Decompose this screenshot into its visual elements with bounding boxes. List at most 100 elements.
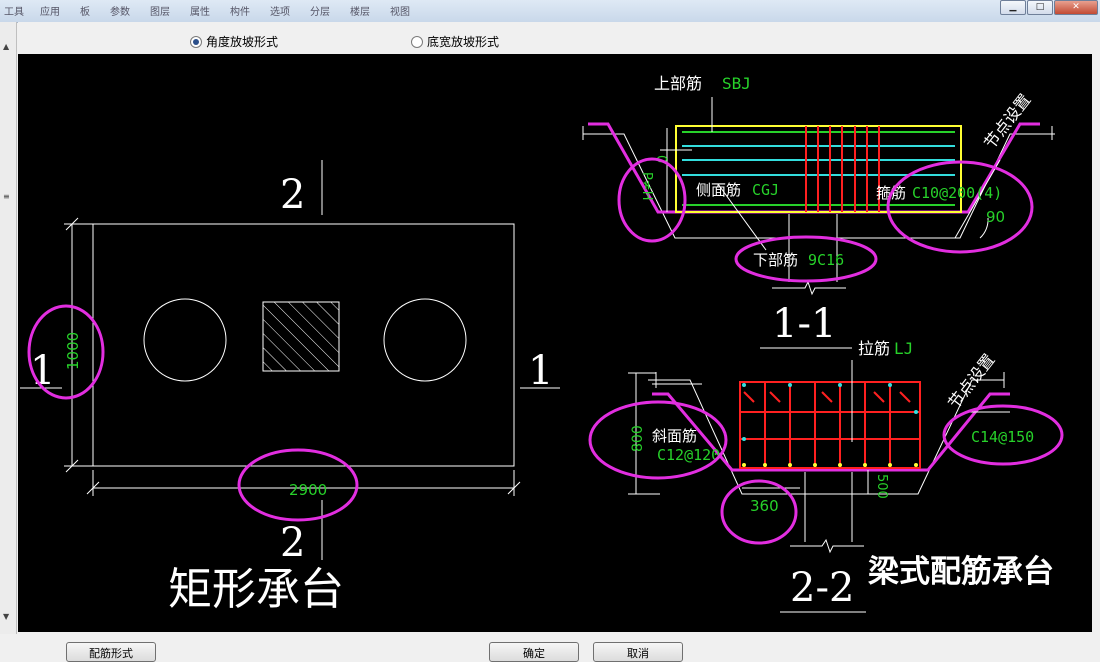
hook — [821, 391, 833, 403]
pile-circle-right — [383, 298, 467, 382]
pane-arrow-down-icon[interactable]: ▼ — [3, 612, 10, 621]
pit-outline — [648, 379, 1004, 495]
right-bar-code: C14@150 — [971, 428, 1034, 446]
dim-tick — [86, 481, 100, 495]
rebar-form-button[interactable]: 配筋形式 — [66, 642, 156, 662]
toolbar-item[interactable]: 板 — [80, 7, 90, 18]
toolbar-item[interactable]: 选项 — [270, 7, 290, 18]
radio-unchecked-icon[interactable] — [411, 35, 423, 48]
window-controls: ▁ □ ✕ — [1000, 0, 1098, 15]
dim-tick — [65, 217, 79, 231]
minimize-icon[interactable]: ▁ — [1000, 0, 1026, 15]
slope-line — [954, 159, 1001, 239]
slope-rebar — [652, 392, 1010, 472]
radio-angle-slope[interactable]: 角度放坡形式 — [190, 33, 278, 50]
rebar-dot — [742, 437, 746, 441]
rebar-dot — [788, 383, 792, 387]
side-bar-label: 侧面筋 — [696, 181, 741, 199]
break-line — [772, 280, 846, 296]
section-1-1: 上部筋 SBJ 节点设置 侧面筋 CGJ 箍筋 C10@200(4) 90 下部… — [582, 74, 1055, 349]
toolbar-item[interactable]: 工具 — [4, 7, 24, 18]
rebar-dot — [763, 463, 767, 467]
angle-arc — [979, 217, 989, 239]
slope-bar-code: C12@120 — [657, 446, 720, 464]
slope-bar-label: 斜面筋 — [652, 427, 697, 445]
rebar-dot — [813, 463, 817, 467]
cad-drawing: 2 2 1 1 1000 2900 矩形承台 — [20, 74, 1064, 615]
plan-view: 2 2 1 1 1000 2900 矩形承台 — [20, 160, 560, 615]
hook — [769, 391, 781, 403]
rebar-dot — [888, 383, 892, 387]
section-mark-2-bottom: 2 — [280, 520, 305, 566]
rebar-dot — [742, 383, 746, 387]
dim-height-text: 800 — [630, 425, 646, 452]
left-collapsed-pane: ▲ ≡ ▼ — [0, 22, 17, 634]
maximize-icon[interactable]: □ — [1027, 0, 1053, 15]
angle-text: 90 — [986, 208, 1005, 226]
section-title-2-2: 2-2 — [790, 565, 854, 611]
highlight-circle — [720, 479, 798, 545]
rebar-dot — [788, 463, 792, 467]
rebar-dot — [888, 463, 892, 467]
bottom-bar-code: 9C16 — [808, 251, 844, 269]
section-title-1-1: 1-1 — [772, 301, 836, 347]
radio-checked-icon[interactable] — [190, 35, 202, 48]
toolbar-item[interactable]: 属性 — [190, 7, 210, 18]
dim-width-text: 2900 — [289, 481, 327, 499]
leader-line — [717, 183, 767, 251]
tie-bar-code: LJ — [894, 339, 913, 358]
toolbar-item[interactable]: 参数 — [110, 7, 130, 18]
toolbar-item[interactable]: 应用 — [40, 7, 60, 18]
highlight-circle — [27, 304, 105, 400]
rebar-dot — [838, 463, 842, 467]
pile-circle-left — [143, 298, 227, 382]
cancel-button[interactable]: 取消 — [593, 642, 683, 662]
toolbar-item[interactable]: 构件 — [230, 7, 250, 18]
ok-button[interactable]: 确定 — [489, 642, 579, 662]
title-toolbar-strip: 工具 应用 板 参数 图层 属性 构件 选项 分层 楼层 视图 ▁ □ ✕ — [0, 0, 1100, 23]
hook — [899, 391, 911, 403]
dim-tick — [65, 459, 79, 473]
toolbar-item[interactable]: 图层 — [150, 7, 170, 18]
slope-form-options: 角度放坡形式 底宽放坡形式 — [18, 22, 1092, 54]
top-bar-label: 上部筋 — [654, 74, 702, 93]
bottom-bar-label: 下部筋 — [753, 251, 798, 269]
section-mark-2-top: 2 — [280, 172, 305, 218]
pane-grip-icon[interactable]: ≡ — [3, 192, 10, 201]
radio-label: 角度放坡形式 — [206, 35, 279, 49]
highlight-circle — [734, 235, 878, 283]
close-icon[interactable]: ✕ — [1054, 0, 1098, 15]
rebar-dot — [914, 410, 918, 414]
toolbar-item[interactable]: 楼层 — [350, 7, 370, 18]
dim-height-text: 1000 — [64, 332, 82, 370]
toolbar-item[interactable]: 分层 — [310, 7, 330, 18]
side-bar-code: CGJ — [752, 181, 779, 199]
pile-cap-outline — [92, 223, 515, 467]
highlight-circle — [886, 160, 1034, 254]
tie-cage-outline — [739, 381, 921, 469]
dialog-button-bar: 配筋形式 确定 取消 — [0, 634, 1100, 662]
break-line — [790, 538, 864, 554]
toolbar-item[interactable]: 视图 — [390, 7, 410, 18]
column-hatched — [262, 301, 340, 372]
stirrup-code: C10@200(4) — [912, 184, 1002, 202]
highlight-circle — [588, 400, 728, 480]
drawing-canvas: 2 2 1 1 1000 2900 矩形承台 — [18, 54, 1092, 632]
highlight-circle — [942, 404, 1064, 466]
right-caption: 梁式配筋承台 — [868, 554, 1054, 590]
radio-label: 底宽放坡形式 — [427, 35, 500, 49]
hook — [873, 391, 885, 403]
node-setting-label: 节点设置 — [944, 350, 998, 412]
rebar-dot — [863, 463, 867, 467]
plan-caption: 矩形承台 — [168, 564, 344, 615]
right-gutter — [1092, 22, 1100, 634]
dim-bottom-text: 360 — [750, 497, 779, 515]
highlight-circle — [617, 157, 687, 243]
radio-width-slope[interactable]: 底宽放坡形式 — [411, 33, 499, 50]
highlight-circle — [237, 448, 359, 522]
rotated-label-text: P≠H — [639, 172, 654, 201]
tie-bar-label: 拉筋 — [858, 339, 890, 358]
pane-arrow-up-icon[interactable]: ▲ — [3, 42, 10, 51]
hook — [743, 391, 755, 403]
section-mark-1-right: 1 — [528, 348, 553, 394]
